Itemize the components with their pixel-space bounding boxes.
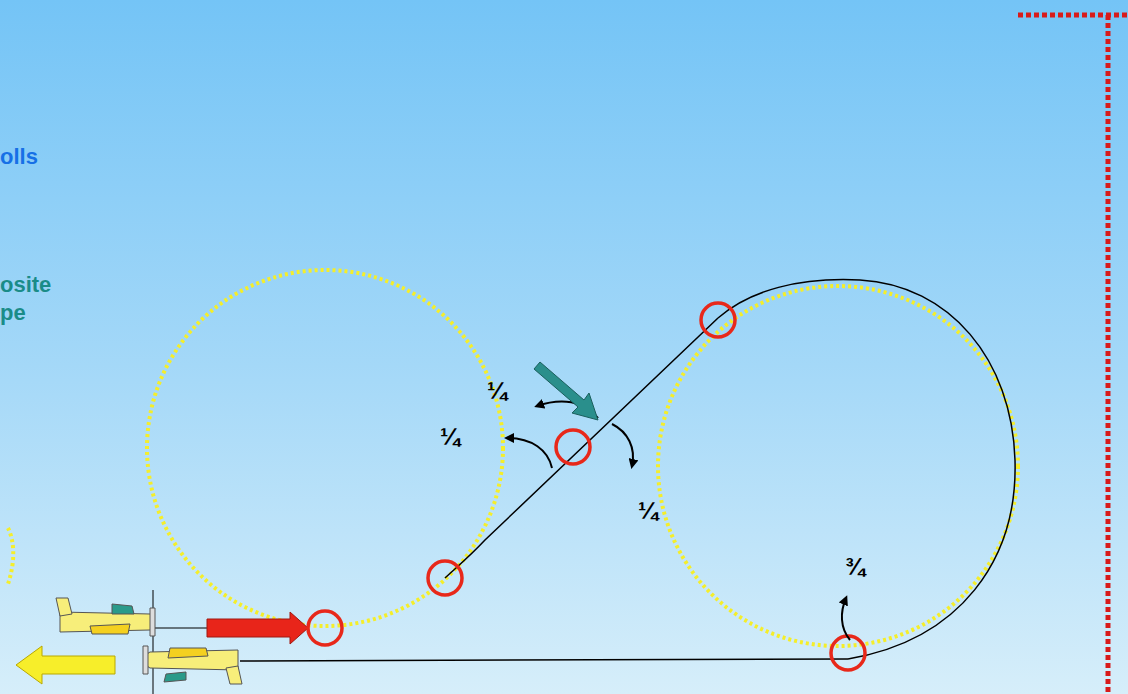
- loop-guide: [658, 286, 1018, 646]
- marker-circle: [556, 430, 590, 464]
- roll-fraction: ¼: [440, 425, 460, 449]
- roll-arrow: [507, 438, 552, 468]
- roll-fraction: ¾: [845, 555, 865, 579]
- flight-path: [150, 628, 210, 629]
- roll-arrow: [612, 424, 633, 466]
- roll-arrow: [842, 598, 850, 640]
- exit-arrow: [16, 646, 115, 684]
- flight-path: [445, 318, 718, 578]
- heading-fragment: pe: [0, 302, 26, 324]
- heading-fragment: olls: [0, 146, 38, 168]
- flight-path: [718, 280, 1015, 659]
- datum-line: [153, 590, 154, 694]
- boundary-line: [1018, 13, 1128, 18]
- heading-fragment: osite: [0, 274, 51, 296]
- direction-arrow: [534, 362, 598, 420]
- entry-arrow: [207, 612, 308, 644]
- flight-path: [240, 659, 848, 661]
- marker-circle: [428, 561, 462, 595]
- airplane-icon: [143, 646, 242, 684]
- roll-fraction: ¼: [638, 499, 658, 523]
- roll-fraction: ¼: [487, 379, 507, 403]
- marker-circle: [701, 303, 735, 337]
- marker-circle: [308, 611, 342, 645]
- loop-guide: [8, 528, 13, 584]
- airplane-icon: [56, 598, 155, 636]
- boundary-line: [1106, 15, 1111, 694]
- loop-guide: [147, 270, 503, 626]
- marker-circle: [831, 636, 865, 670]
